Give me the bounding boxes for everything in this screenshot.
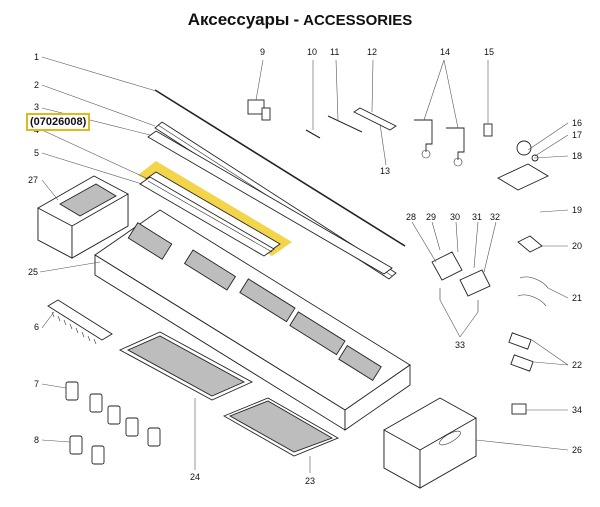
callout-22: 22 bbox=[572, 360, 582, 370]
callout-7: 7 bbox=[34, 379, 39, 389]
callout-23: 23 bbox=[305, 476, 315, 486]
part-1-rod bbox=[154, 89, 406, 247]
callout-11: 11 bbox=[330, 47, 339, 57]
callout-8: 8 bbox=[34, 435, 39, 445]
callout-19: 19 bbox=[572, 205, 582, 215]
callout-15: 15 bbox=[484, 47, 494, 57]
callout-25: 25 bbox=[28, 267, 38, 277]
part-20-knob bbox=[517, 235, 543, 253]
part-22-tabs bbox=[508, 332, 534, 372]
part-12-bar bbox=[353, 107, 397, 131]
callout-24: 24 bbox=[190, 472, 200, 482]
callout-30: 30 bbox=[450, 212, 460, 222]
callout-1: 1 bbox=[34, 52, 39, 62]
callout-28: 28 bbox=[406, 212, 416, 222]
part-14-clamps bbox=[414, 119, 465, 167]
callout-20: 20 bbox=[572, 241, 582, 251]
part-24-sheet bbox=[118, 331, 254, 401]
callout-2: 2 bbox=[34, 80, 39, 90]
callout-16: 16 bbox=[572, 118, 582, 128]
callout-9: 9 bbox=[260, 47, 265, 57]
callout-17: 17 bbox=[572, 130, 582, 140]
part-23-sheet bbox=[222, 397, 340, 457]
callout-34: 34 bbox=[572, 405, 582, 415]
title-russian: Аксессуары bbox=[187, 10, 290, 29]
callout-27: 27 bbox=[28, 175, 38, 185]
part-7-weights bbox=[65, 381, 161, 447]
part-11-needle bbox=[327, 115, 363, 133]
callout-12: 12 bbox=[367, 47, 377, 57]
callout-14: 14 bbox=[440, 47, 450, 57]
callout-13: 13 bbox=[380, 166, 390, 176]
part-34-clip bbox=[511, 403, 527, 415]
highlighted-part-number: (07026008) bbox=[26, 113, 91, 131]
callout-33: 33 bbox=[455, 340, 465, 350]
diagram-title: Аксессуары-ACCESSORIES bbox=[0, 10, 600, 30]
title-english: ACCESSORIES bbox=[303, 12, 413, 29]
callout-18: 18 bbox=[572, 151, 582, 161]
callout-6: 6 bbox=[34, 322, 39, 332]
part-10-pin bbox=[305, 129, 321, 139]
part-28-32-brackets bbox=[431, 251, 491, 312]
callout-31: 31 bbox=[472, 212, 482, 222]
part-26-case bbox=[383, 397, 477, 489]
part-3-rail bbox=[147, 130, 393, 275]
part-25-tray bbox=[94, 209, 411, 431]
callout-21: 21 bbox=[572, 293, 582, 303]
part-6-comb bbox=[47, 299, 113, 345]
callout-10: 10 bbox=[307, 47, 317, 57]
callout-5: 5 bbox=[34, 148, 39, 158]
callout-29: 29 bbox=[426, 212, 436, 222]
title-separator: - bbox=[293, 10, 300, 29]
callout-3: 3 bbox=[34, 102, 39, 112]
part-16-tension-unit bbox=[497, 140, 549, 191]
callout-26: 26 bbox=[572, 445, 582, 455]
callout-32: 32 bbox=[490, 212, 500, 222]
part-15-block bbox=[483, 123, 493, 137]
part-9-clip bbox=[247, 99, 271, 121]
part-21-springs bbox=[517, 276, 549, 307]
part-8-weights bbox=[69, 435, 105, 465]
part-5-plate bbox=[139, 176, 275, 257]
part-27-cover bbox=[37, 175, 129, 259]
leader-lines bbox=[39, 56, 569, 473]
